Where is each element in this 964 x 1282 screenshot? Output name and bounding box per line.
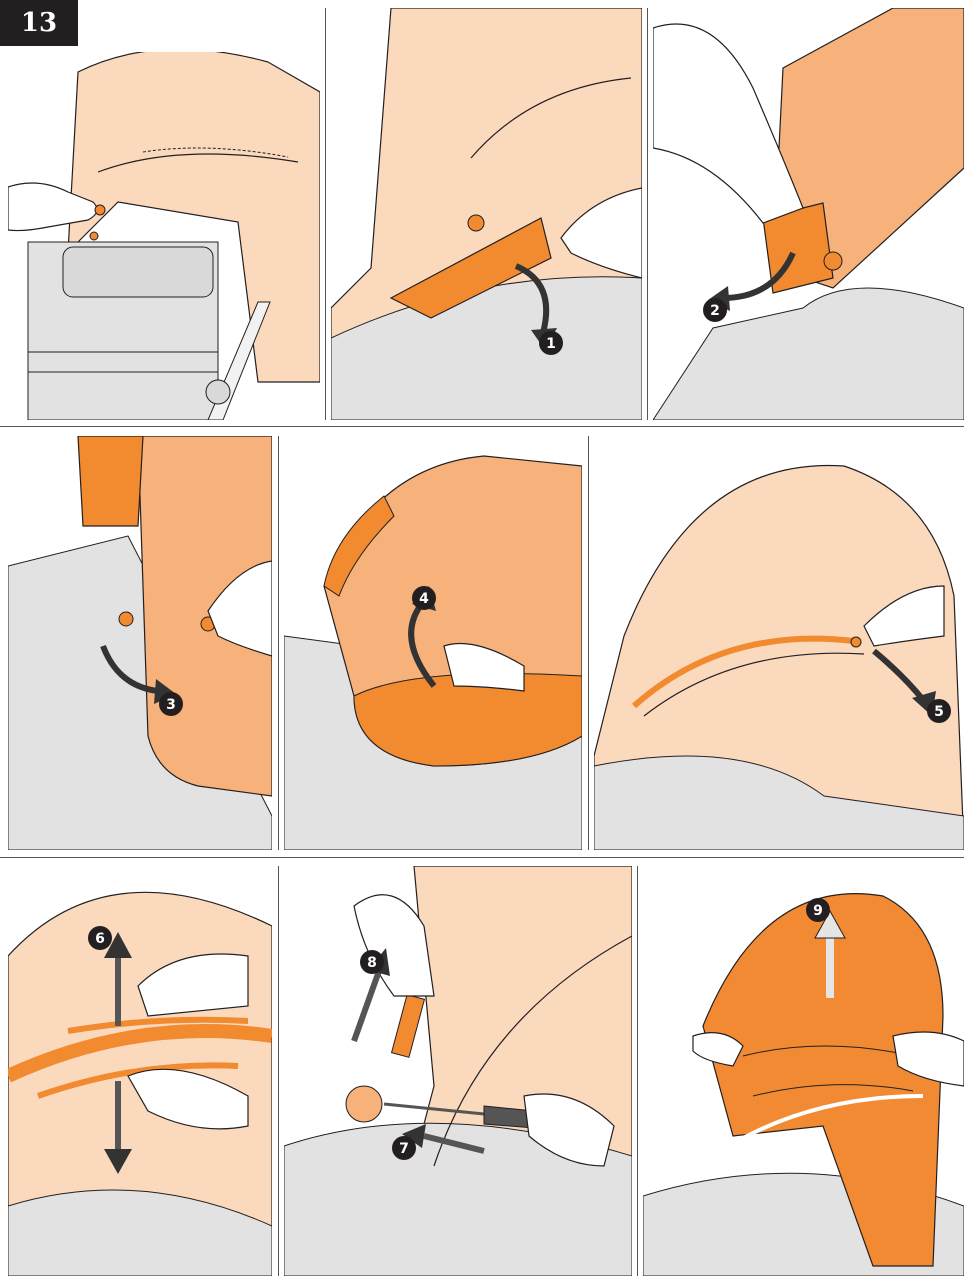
step-badge: 5 <box>927 699 951 723</box>
col-divider <box>278 866 279 1276</box>
step-badge: 3 <box>159 692 183 716</box>
step-badge: 2 <box>703 298 727 322</box>
step-panel-4: 3 <box>8 436 272 850</box>
step-badge: 8 <box>360 950 384 974</box>
step-panel-3: 2 <box>653 8 964 420</box>
svg-text:8: 8 <box>367 955 377 971</box>
col-divider <box>325 8 326 420</box>
svg-text:6: 6 <box>95 931 105 947</box>
step-badge: 4 <box>412 586 436 610</box>
col-divider <box>588 436 589 850</box>
col-divider <box>278 436 279 850</box>
step-badge: 9 <box>806 898 830 922</box>
svg-text:1: 1 <box>546 336 556 352</box>
svg-text:3: 3 <box>166 697 176 713</box>
step-badge: 1 <box>539 331 563 355</box>
step-panel-6: 5 <box>594 436 964 850</box>
step-panel-1 <box>8 52 320 420</box>
step-badge: 7 <box>392 1136 416 1160</box>
col-divider <box>637 866 638 1276</box>
step-panel-5: 4 <box>284 436 582 850</box>
svg-text:5: 5 <box>934 704 944 720</box>
page-number: 13 <box>0 0 78 46</box>
svg-text:9: 9 <box>813 903 823 919</box>
col-divider <box>647 8 648 420</box>
svg-text:4: 4 <box>419 591 429 607</box>
step-panel-2: 1 <box>331 8 642 420</box>
row-divider-middle <box>0 857 964 858</box>
step-badge: 6 <box>88 926 112 950</box>
svg-text:2: 2 <box>710 303 720 319</box>
step-panel-7: 6 <box>8 866 272 1276</box>
step-panel-9: 9 <box>643 866 964 1276</box>
step-panel-8: 8 7 <box>284 866 632 1276</box>
svg-text:7: 7 <box>399 1141 409 1157</box>
row-divider-top <box>0 426 964 427</box>
